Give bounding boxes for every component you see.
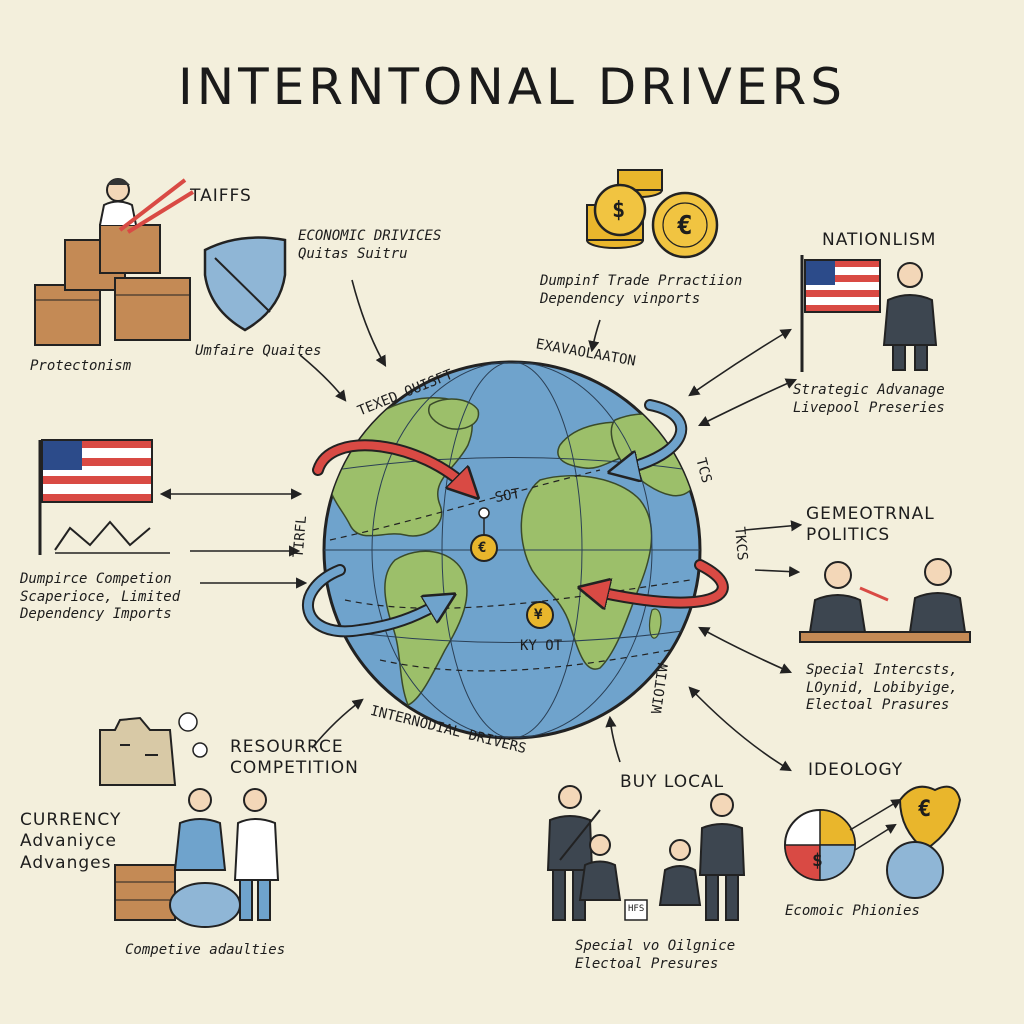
globe-label-tirfl: TIRFL	[290, 514, 311, 559]
label-strategic-advantage: Strategic Advanage Livepool Preseries	[793, 382, 945, 416]
ideology-dollar-symbol: $	[812, 850, 823, 871]
label-economic-drivers: ECONOMIC DRIVICES Quitas Suitru	[298, 228, 442, 262]
connector-arrows	[159, 279, 803, 772]
label-dumping-competition: Dumpirce Competion Scaperioce, Limited D…	[20, 571, 181, 622]
politician-icon	[546, 785, 746, 921]
euro-coin-symbol: €	[677, 211, 693, 241]
shield-icon	[203, 236, 287, 332]
globe-icon	[302, 360, 729, 740]
label-unfair-quotas: Umfaire Quaites	[195, 343, 322, 359]
euro-symbol: €	[478, 540, 487, 556]
label-resource-competition: RESOURRCE COMPETITION	[230, 737, 359, 779]
label-protectionism: Protectonism	[30, 358, 132, 374]
label-dumping-trade: Dumpinf Trade Prractiion Dependency vinp…	[540, 273, 743, 307]
label-currency-advantage: CURRENCY Advaniyce Advanges	[20, 810, 122, 873]
ideology-euro-symbol: €	[918, 797, 932, 822]
politician-icon	[882, 262, 938, 371]
label-special-interests: Special Intercsts, LOynid, Lobibyige, El…	[806, 662, 958, 713]
label-nationalism: NATIONLISM	[822, 230, 937, 250]
label-special-electoral: Special vo Oilgnice Electoal Presures	[575, 938, 736, 972]
hfs-box	[624, 899, 648, 921]
factory-icon	[99, 712, 208, 786]
crate-stack-icon	[114, 788, 280, 928]
globe-label-ky-ot: KY OT	[520, 638, 563, 654]
euro-coin-icon	[470, 534, 498, 562]
politician-icon	[799, 558, 971, 643]
box-label: HFS	[628, 904, 645, 914]
yen-symbol: ¥	[534, 607, 543, 623]
coin-chart-icon	[784, 785, 962, 899]
globe-label-tkcs: TKCS	[731, 526, 751, 562]
label-economic-priorities: Ecomoic Phionies	[785, 903, 920, 919]
page-title: INTERNTONAL DRIVERS	[178, 58, 846, 116]
label-competitive-advantages: Competive adaulties	[125, 942, 286, 958]
yen-coin-icon	[526, 601, 554, 629]
label-buy-local: BUY LOCAL	[620, 772, 725, 792]
label-ideology: IDEOLOGY	[808, 760, 904, 780]
flag-icon	[38, 439, 170, 555]
label-taiffs: TAIFFS	[190, 186, 252, 206]
flag-icon	[800, 255, 881, 372]
crate-stack-icon	[34, 178, 195, 346]
dollar-coin-symbol: $	[612, 198, 626, 223]
label-geo-politics: GEMEOTRNAL POLITICS	[806, 504, 935, 546]
coin-stack-icon	[586, 169, 719, 259]
